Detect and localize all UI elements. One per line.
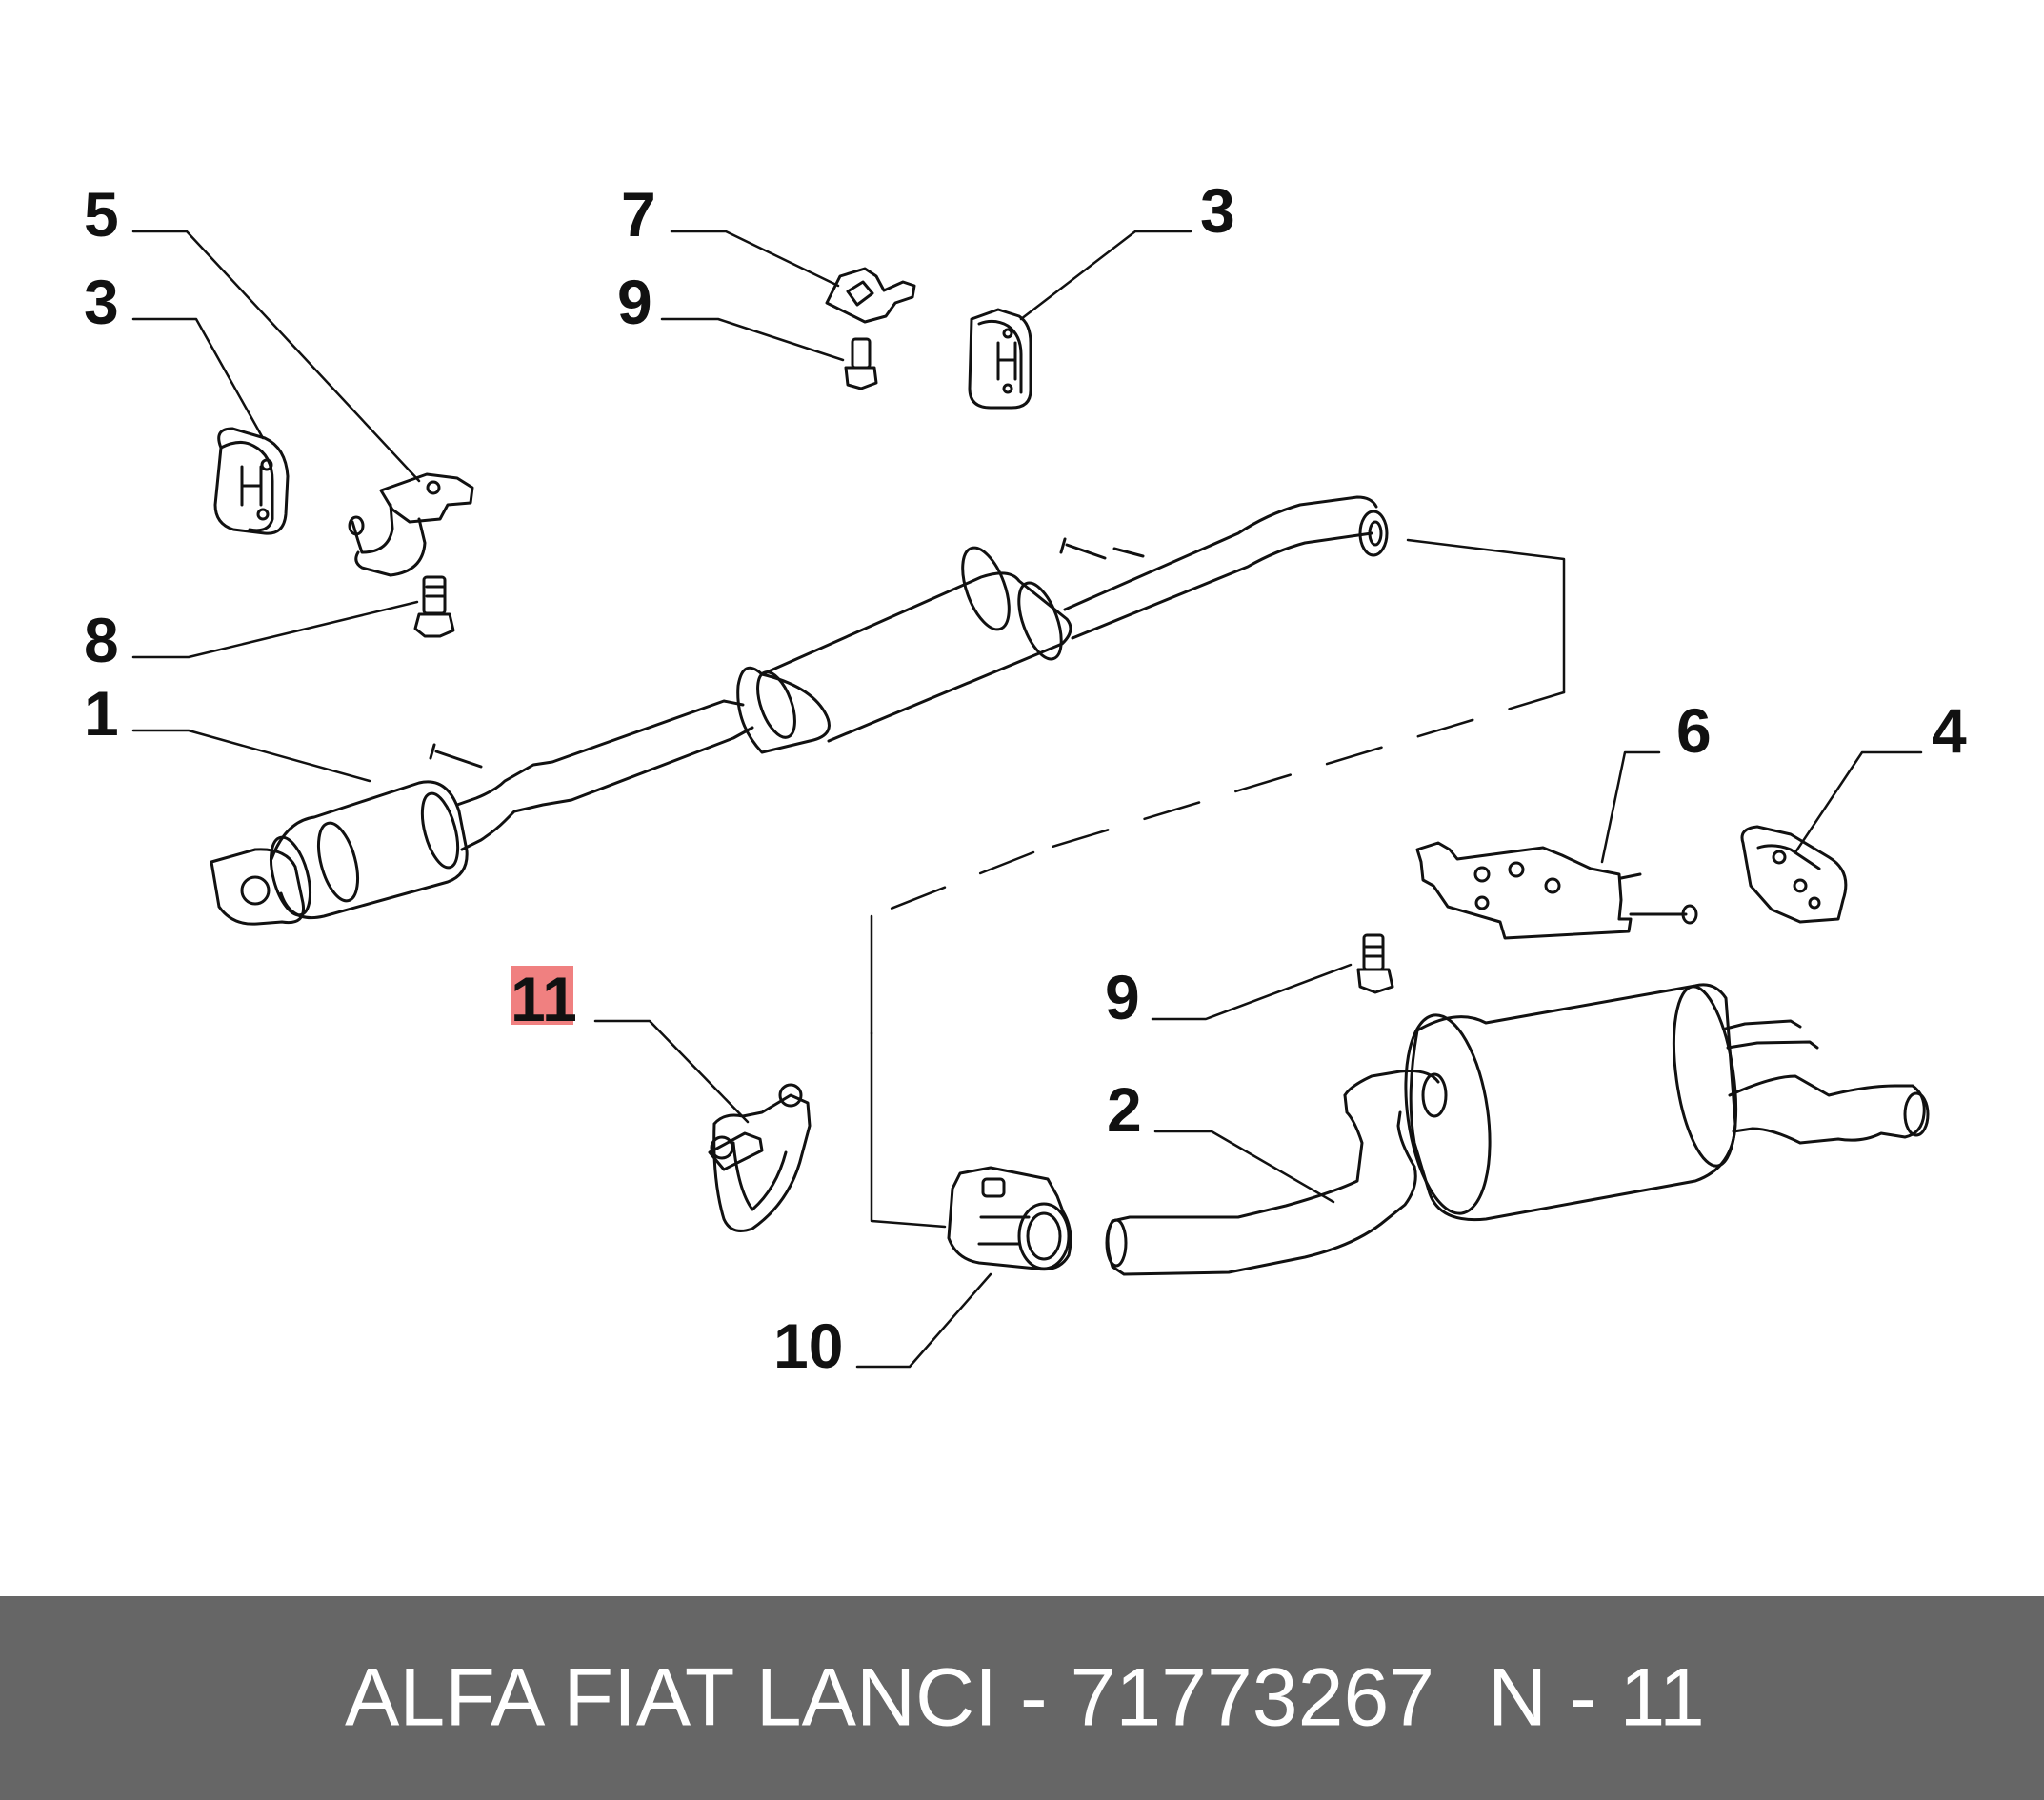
callout-11: 11 [511,964,577,1034]
rear-silencer-2 [1105,983,1930,1276]
callout-6: 6 [1676,695,1712,766]
footer-bar: ALFA FIAT LANCI - 71773267 N - 11 [0,1596,2044,1800]
sleeve-clamp-10 [947,1166,1072,1271]
callout-7: 7 [621,179,656,250]
callout-2: 2 [1107,1074,1142,1145]
connection-lines [870,538,1566,1229]
callout-9-bottom: 9 [1105,962,1140,1032]
callout-3-left: 3 [84,267,119,337]
footer-part-number: ALFA FIAT LANCI - 71773267 [345,1651,1435,1744]
front-pipe-with-catalyst [210,495,1389,926]
heat-shield-bracket-6 [1415,841,1698,940]
callout-1: 1 [84,678,119,749]
clip-bracket-7 [825,267,916,324]
bracket-5 [348,472,474,577]
callout-5: 5 [84,179,119,250]
callout-8: 8 [84,605,119,675]
callout-4: 4 [1932,695,1967,766]
rubber-mount-right [968,308,1032,410]
bolt-9-bottom [1356,933,1394,994]
rubber-mount-4 [1740,825,1848,924]
leader-lines [131,230,1923,1369]
callout-10: 10 [773,1310,843,1381]
callout-highlight [511,966,573,1025]
callout-numbers: 5 3 7 9 3 8 1 6 4 11 9 2 10 [84,175,1967,1381]
footer-position-label: N - 11 [1488,1651,1705,1744]
callout-9-top: 9 [617,267,652,337]
rubber-mount-left [213,427,290,535]
exhaust-system-diagram: 5 3 7 9 3 8 1 6 4 11 9 2 10 [84,175,1967,1381]
callout-3-right: 3 [1200,175,1235,246]
bolt-8 [413,575,455,638]
bolt-9-top [844,337,878,390]
clamp-11 [708,1083,812,1232]
